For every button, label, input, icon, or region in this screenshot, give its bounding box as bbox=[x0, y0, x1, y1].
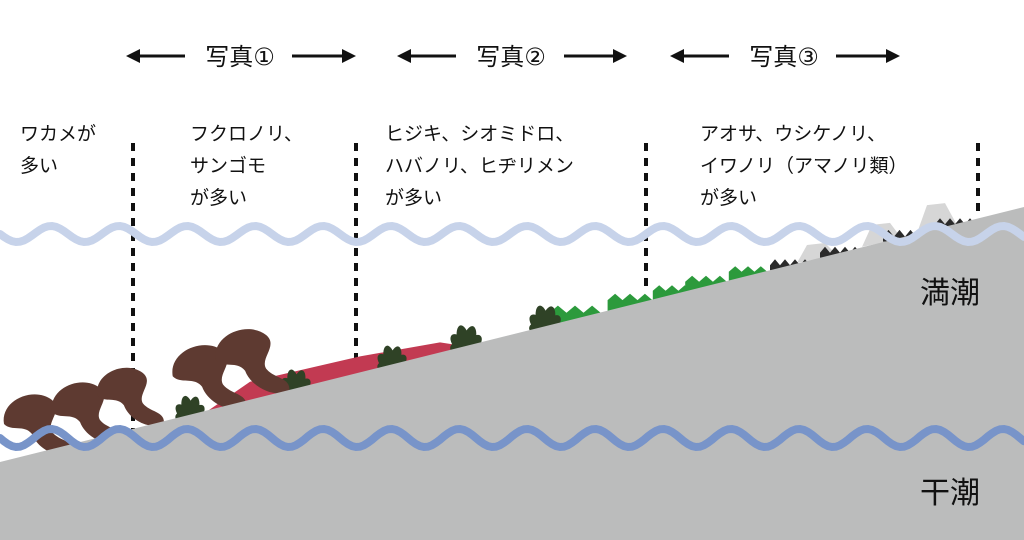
photo-label-3: 写真③ bbox=[749, 43, 819, 71]
svg-text:フクロノリ、: フクロノリ、 bbox=[190, 123, 303, 145]
wakame-blade bbox=[51, 382, 123, 444]
zone-text-fukuronori: フクロノリ、 サンゴモ が多い bbox=[190, 123, 303, 209]
low-tide-wave bbox=[0, 424, 1024, 452]
svg-text:ヒジキ、シオミドロ、: ヒジキ、シオミドロ、 bbox=[385, 123, 574, 145]
svg-text:サンゴモ: サンゴモ bbox=[190, 155, 266, 177]
zone-text-hijiki: ヒジキ、シオミドロ、 ハバノリ、ヒヂリメン が多い bbox=[385, 123, 574, 209]
photo-range-3: 写真③ bbox=[670, 43, 900, 71]
wakame-blade bbox=[96, 367, 164, 426]
photo-range-2: 写真② bbox=[397, 43, 627, 71]
wakame-blade bbox=[172, 345, 247, 410]
high-tide-wave bbox=[0, 221, 1024, 247]
photo-label-2: 写真② bbox=[476, 43, 546, 71]
zone-text-aosa: アオサ、ウシケノリ、 イワノリ（アマノリ類） が多い bbox=[700, 123, 907, 209]
wakame-blade bbox=[215, 329, 290, 394]
photo-label-1: 写真① bbox=[205, 43, 275, 71]
svg-text:が多い: が多い bbox=[385, 187, 442, 209]
svg-text:アオサ、ウシケノリ、: アオサ、ウシケノリ、 bbox=[700, 123, 886, 145]
high-tide-label: 満潮 bbox=[920, 276, 980, 311]
rock-slope bbox=[0, 207, 1024, 540]
grey-rock bbox=[797, 243, 837, 264]
svg-text:が多い: が多い bbox=[700, 187, 757, 209]
svg-text:多い: 多い bbox=[20, 155, 58, 177]
svg-text:イワノリ（アマノリ類）: イワノリ（アマノリ類） bbox=[700, 155, 907, 177]
wakame-group bbox=[3, 329, 290, 456]
photo-range-1: 写真① bbox=[126, 43, 356, 71]
zone-text-wakame: ワカメが 多い bbox=[20, 123, 96, 177]
svg-text:ワカメが: ワカメが bbox=[20, 123, 96, 145]
svg-text:が多い: が多い bbox=[190, 187, 247, 209]
low-tide-label: 干潮 bbox=[920, 476, 980, 511]
svg-text:ハバノリ、ヒヂリメン: ハバノリ、ヒヂリメン bbox=[385, 155, 574, 177]
wakame-blade bbox=[3, 394, 75, 456]
